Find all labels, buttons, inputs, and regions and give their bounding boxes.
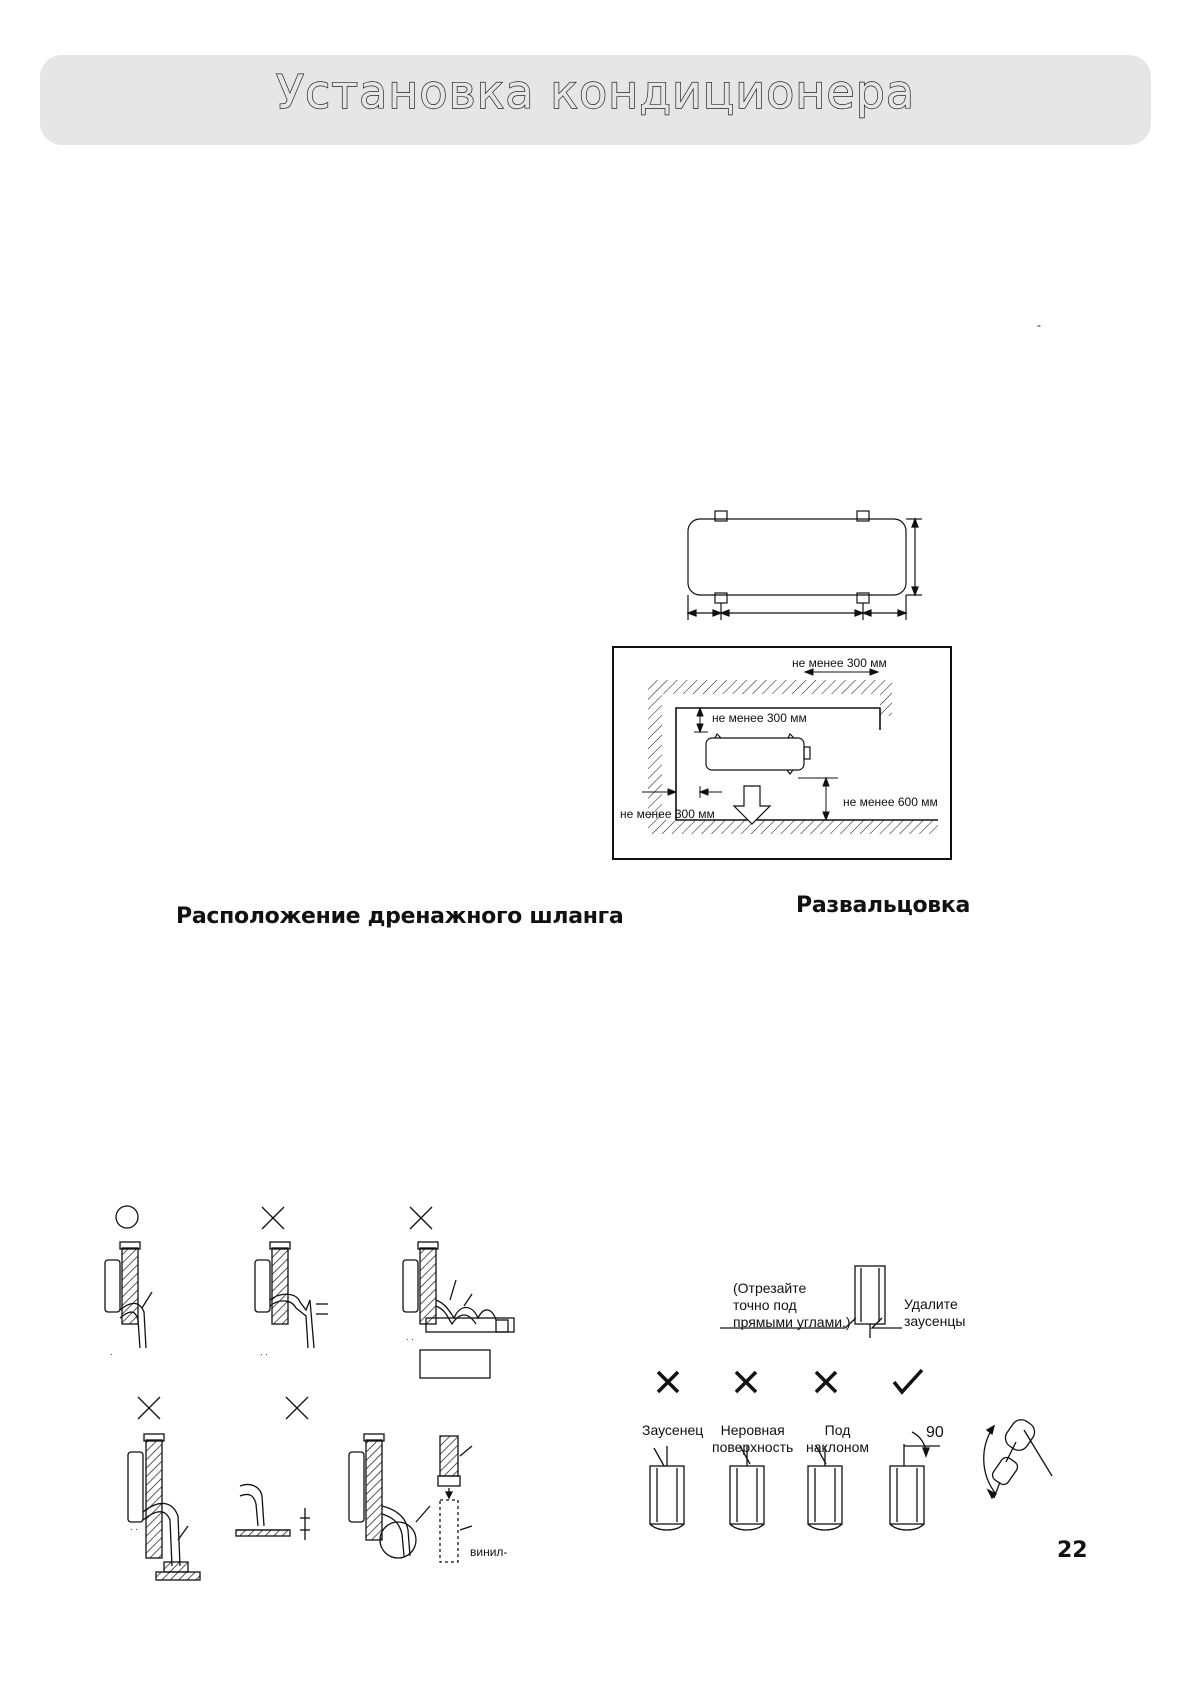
clearance-floor-label: не менее 600 мм: [843, 795, 938, 809]
clearance-top-label: не менее 300 мм: [792, 656, 887, 670]
svg-text:. .: . .: [260, 1348, 268, 1357]
mounting-plate-diagram: [686, 510, 922, 620]
defect-uneven-label: Неровная поверхность: [712, 1422, 794, 1455]
svg-text:. .: . .: [406, 1333, 414, 1342]
cut-note: (Отрезайте точно под прямыми углами.): [733, 1280, 851, 1330]
flaring-heading: Развальцовка: [796, 893, 971, 918]
clearance-left-label: не менее 300 мм: [620, 807, 715, 821]
defect-slanted-label: Под наклоном: [806, 1422, 870, 1455]
page-number: 22: [1057, 1538, 1088, 1563]
defect-burr-label: Заусенец: [642, 1422, 704, 1438]
page-title: Установка кондиционера: [275, 64, 916, 119]
flaring-diagrams: [649, 1265, 1053, 1531]
svg-text:. .: . .: [130, 1523, 138, 1532]
svg-text:.: .: [110, 1348, 113, 1357]
stray-mark: -: [1037, 318, 1041, 332]
drain-hose-diagrams: . . . . . . .: [104, 1205, 515, 1581]
page-header-banner: Установка кондиционера: [40, 55, 1151, 145]
clearance-diagram: [612, 646, 952, 860]
drain-hose-heading: Расположение дренажного шланга: [176, 904, 624, 929]
clearance-above-unit-label: не менее 300 мм: [712, 711, 807, 725]
vinyl-label: винил-: [470, 1545, 508, 1559]
angle-label: 90: [926, 1424, 944, 1441]
deburr-note: Удалите заусенцы: [904, 1296, 966, 1329]
